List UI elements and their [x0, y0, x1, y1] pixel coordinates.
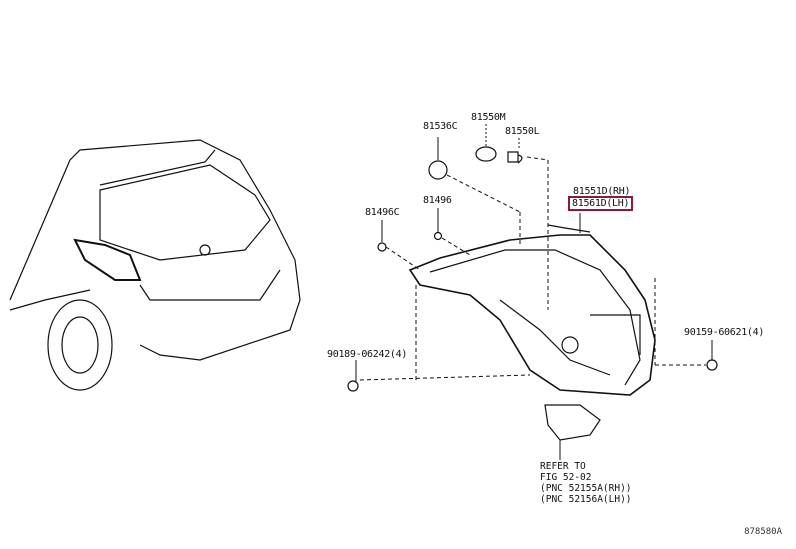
part-label-81550L[interactable]: 81550L — [505, 126, 540, 137]
car-illustration — [9, 139, 301, 391]
part-label-81496C[interactable]: 81496C — [365, 207, 400, 218]
reference-line: REFER TO — [540, 461, 586, 472]
part-label-81561D-lh[interactable]: 81561D(LH) — [568, 196, 634, 211]
reference-line: (PNC 52156A(LH)) — [540, 494, 632, 505]
part-label-90189-06242[interactable]: 90189-06242(4) — [327, 349, 408, 360]
reference-line: (PNC 52155A(RH)) — [540, 483, 632, 494]
illustration-id: 878580A — [744, 527, 782, 537]
leader-lines — [355, 124, 713, 460]
reference-line[interactable]: FIG 52-02 — [540, 472, 592, 483]
part-label-90159-60621[interactable]: 90159-60621(4) — [684, 327, 765, 338]
part-icons — [347, 146, 718, 441]
reference-note: REFER TO FIG 52-02 (PNC 52155A(RH)) (PNC… — [540, 461, 632, 505]
part-label-81551D-rh[interactable]: 81551D(RH) — [573, 186, 631, 197]
part-label-81536C[interactable]: 81536C — [423, 121, 458, 132]
part-label-81550M[interactable]: 81550M — [471, 112, 506, 123]
part-label-81496[interactable]: 81496 — [423, 195, 452, 206]
tail-lamp-drawing — [408, 224, 656, 396]
